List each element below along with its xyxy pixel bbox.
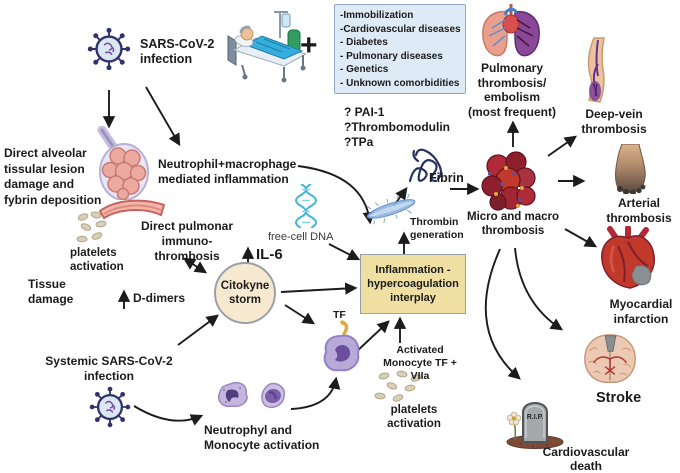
- blood-vessel-icon: [98, 199, 166, 220]
- direct-pulmonar-label: Direct pulmonar immuno-thrombosis: [140, 219, 233, 263]
- stroke-label: Stroke: [596, 390, 642, 406]
- platelets-activation-left-label: platelets activation: [70, 247, 124, 273]
- comorbidity-item: - Unknown comorbidities: [340, 77, 460, 89]
- comorbidity-item: -Cardiovascular diseases: [340, 23, 461, 35]
- systemic-infection-label: Systemic SARS-CoV-2 infection: [45, 354, 173, 383]
- cardiovascular-death-label: Cardiovascular death: [542, 445, 630, 473]
- fibrin-icon: [408, 148, 443, 183]
- lungs-icon: [482, 4, 540, 57]
- neutrophil-cells-icon: [218, 382, 286, 408]
- neutrophil-macrophage-label: Neutrophil+macrophage mediated inflammat…: [158, 157, 297, 186]
- deep-vein-leg-icon: [587, 37, 605, 103]
- thrombin-generation-label: Thrombin generation: [410, 216, 464, 241]
- deep-vein-thrombosis-label: Deep-vein thrombosis: [581, 107, 647, 136]
- comorbidity-item: - Genetics: [340, 64, 389, 75]
- d-dimers-label: D-dimers: [133, 291, 186, 305]
- comorbidities-box: -Immobilization -Cardiovascular diseases…: [334, 4, 466, 94]
- platelets-activation-right-label: platelets activation: [387, 404, 441, 430]
- tf-monocyte-icon: [323, 320, 360, 372]
- virus-icon-top: [87, 27, 131, 71]
- patient-bed-icon: [227, 11, 308, 83]
- thrombin-strand-icon: [366, 194, 416, 224]
- brain-icon: [584, 334, 636, 383]
- fibrin-label: Fibrin: [429, 171, 464, 185]
- platelets-icon-left: [76, 211, 107, 243]
- platelets-icon-right: [374, 370, 422, 402]
- dna-icon: [295, 184, 317, 228]
- citokyne-storm-circle: Citokyne storm: [214, 262, 276, 324]
- plus-sign: +: [300, 29, 318, 62]
- coagulation-questions-label: ? PAI-1 ?Thrombomodulin ?TPa: [344, 105, 450, 149]
- gravestone-icon: [506, 402, 564, 449]
- alveoli-icon: [97, 126, 149, 200]
- comorbidity-item: - Pulmonary diseases: [340, 50, 443, 62]
- sars-infection-label: SARS-CoV-2 infection: [140, 37, 215, 67]
- micro-macro-thrombosis-label: Micro and macro thrombosis: [466, 211, 560, 237]
- arterial-thrombosis-label: Arterial thrombosis: [606, 196, 672, 225]
- heart-icon: [601, 226, 655, 289]
- tissue-damage-label: Tissue damage: [28, 277, 74, 306]
- foot-icon: [615, 144, 646, 194]
- comorbidity-item: - Diabetes: [340, 37, 388, 48]
- rip-label: R.I.P.: [526, 414, 544, 421]
- virus-icon-bottom: [89, 386, 131, 428]
- myocardial-infarction-label: Myocardial infarction: [609, 297, 673, 326]
- neutrophyl-monocyte-label: Neutrophyl and Monocyte activation: [204, 423, 320, 452]
- clot-icon: [481, 151, 536, 211]
- activated-monocyte-label: Activated Monocyte TF + VIIa: [383, 344, 457, 382]
- comorbidity-item: -Immobilization: [340, 10, 414, 21]
- il6-label: IL-6: [256, 246, 283, 263]
- free-cell-dna-label: free-cell DNA: [268, 231, 334, 243]
- pulmonary-thrombosis-label: Pulmonary thrombosis/ embolism (most fre…: [468, 61, 556, 119]
- inflammation-interplay-box: Inflammation - hypercoagulation interpla…: [360, 254, 466, 314]
- tf-label: TF: [333, 309, 346, 321]
- direct-alveolar-label: Direct alveolar tissular lesion damage a…: [4, 146, 102, 207]
